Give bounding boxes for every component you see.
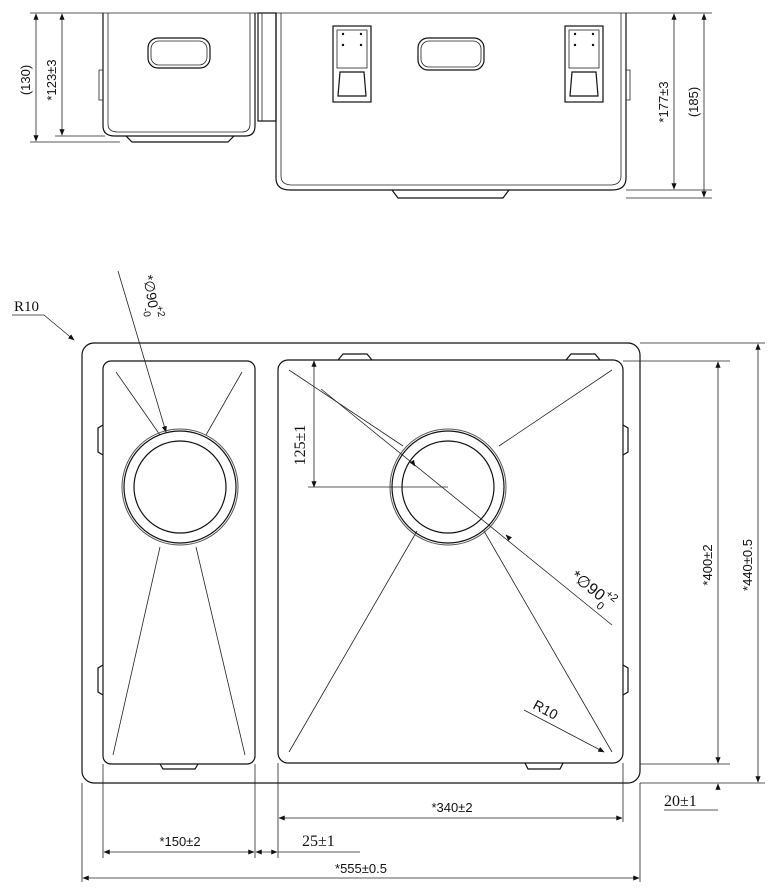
small-drain-upper-tol: +2 <box>153 305 166 319</box>
small-bowl-width-label: *150±2 <box>159 834 200 849</box>
large-bowl-top <box>277 353 629 770</box>
divider-bracket <box>257 12 277 122</box>
drain-offset-label: 125±1 <box>292 425 309 466</box>
small-drain-ring <box>121 428 239 546</box>
small-drain-lower-tol: -0 <box>140 307 152 318</box>
side-inner-height-large-label: *177±3 <box>656 81 671 122</box>
small-bowl-top <box>97 360 256 770</box>
side-inner-height-small-label: *123±3 <box>44 59 59 100</box>
small-drain-diameter-label: *∅90 +2 -0 <box>140 274 167 319</box>
divider-offset-label: 25±1 <box>302 833 335 850</box>
rim-offset-label: 20±1 <box>664 793 697 810</box>
side-outer-height-large-label: (185) <box>686 87 701 117</box>
inner-height-label: *400±2 <box>700 544 715 585</box>
side-view: (130) *123±3 *177±3 (185) <box>18 12 712 199</box>
outer-corner-radius-label: R10 <box>14 299 39 315</box>
small-bowl-side-profile <box>98 13 256 143</box>
top-view: R10 *∅90 +2 -0 *∅90 +2 0 125±1 R10 <box>12 270 765 882</box>
large-bowl-width-label: *340±2 <box>431 800 472 815</box>
overall-width-label: *555±0.5 <box>335 861 387 876</box>
small-drain-diameter-value: *∅90 <box>140 274 162 310</box>
side-outer-height-small-label: (130) <box>18 65 33 95</box>
outer-rim <box>81 342 641 784</box>
outer-height-label: *440±0.5 <box>740 539 755 591</box>
inner-corner-radius-label: R10 <box>531 697 561 723</box>
large-bowl-side-profile <box>275 13 631 199</box>
large-drain-diameter-value: *∅90 <box>568 568 608 605</box>
